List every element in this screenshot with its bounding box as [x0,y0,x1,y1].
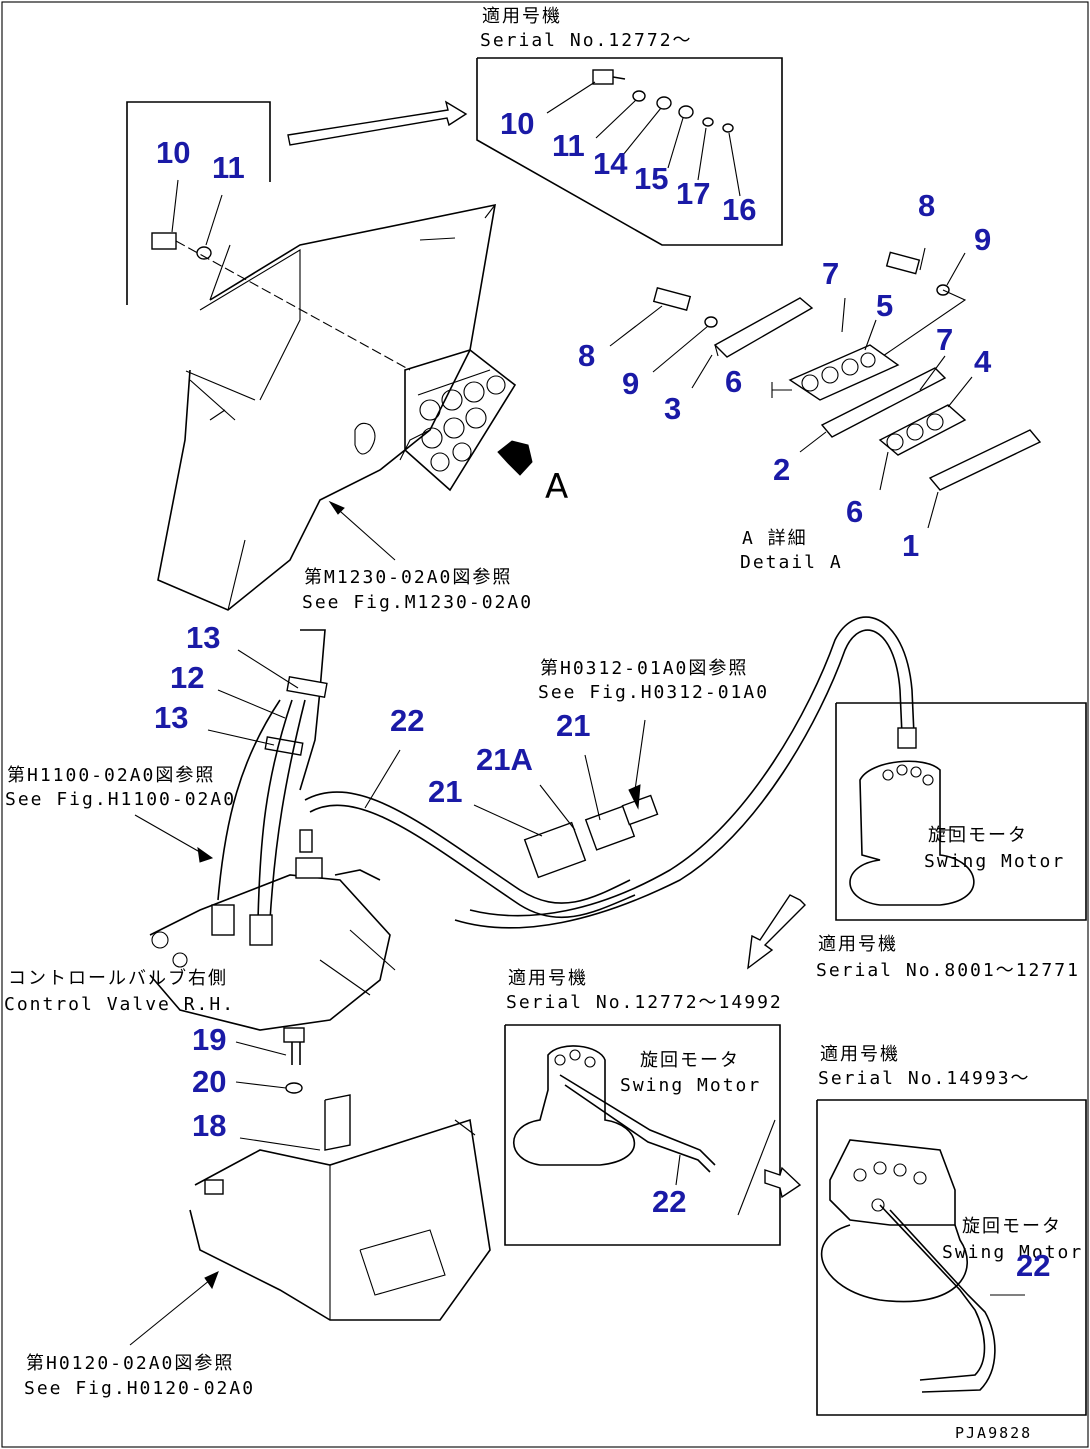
arrow-to-inset [287,100,468,146]
callout-part-number: 10 [156,135,191,170]
callout-part-number: 8 [578,338,596,373]
callout-part-number: 22 [390,703,425,738]
callout-part-number: 4 [974,344,992,379]
view-arrow-a [497,440,533,476]
callout-part-number: 3 [664,391,682,426]
note-serial-8001-jp: 適用号機 [818,934,898,955]
callout-part-number: 16 [722,192,757,227]
inset-box-swing-motor-lower [816,1099,1087,1416]
left-bolt-parts [151,179,411,371]
note-see-h0120-jp: 第H0120-02A0図参照 [26,1353,235,1374]
callout-part-number: 14 [593,146,628,181]
note-serial-mid-en: Serial No.12772～14992 [506,992,783,1013]
note-see-m1230-jp: 第M1230-02A0図参照 [304,567,513,588]
note-see-h0312-jp: 第H0312-01A0図参照 [540,658,749,679]
callout-part-number: 2 [773,452,791,487]
callout-part-number: 17 [676,176,711,211]
inset-bolt-parts [546,69,741,197]
left-bracket [126,101,271,305]
inset-box-serial-12772 [476,57,783,246]
drawing-code: PJA9828 [955,1424,1033,1442]
note-swing-motor3-en: Swing Motor [942,1242,1084,1263]
note-swing-motor-en: Swing Motor [924,851,1066,872]
callout-part-number: 15 [634,161,669,196]
callout-part-number: 7 [822,256,840,291]
callout-part-number: 11 [212,150,245,185]
callout-part-number: 21A [476,742,533,777]
note-swing-motor2-en: Swing Motor [620,1075,762,1096]
callout-part-number: 10 [500,106,535,141]
swing-motor-mid [513,1045,716,1186]
note-swing-motor-jp: 旋回モータ [928,825,1028,846]
note-see-h1100-en: See Fig.H1100-02A0 [5,789,237,810]
callout-part-number: 6 [725,364,743,399]
callout-part-number: 21 [556,708,591,743]
callout-part-number: 22 [652,1184,687,1219]
note-serial-14993-en: Serial No.14993～ [818,1068,1031,1089]
swing-motor-upper [849,727,975,906]
callout-part-number: 5 [876,288,894,323]
callout-part-number: 19 [192,1022,227,1057]
note-swing-motor2-jp: 旋回モータ [640,1050,740,1071]
valve-block [404,349,517,492]
pipe-assembly [134,616,915,1031]
note-serial-14993-jp: 適用号機 [820,1044,900,1065]
callout-part-number: 13 [186,620,221,655]
note-top-serial-jp: 適用号機 [482,6,562,27]
callout-part-number: 1 [902,528,920,563]
note-detail-a-jp: A 詳細 [742,528,808,549]
detail-a-parts [609,247,1042,529]
arrow-serial-8001 [747,894,806,970]
callout-part-number: 6 [846,494,864,529]
callout-part-number: 7 [936,322,954,357]
callout-part-number: 21 [428,774,463,809]
callout-part-number: 9 [622,366,640,401]
note-control-valve-jp: コントロールバルブ右側 [8,968,228,989]
lower-base-parts [129,1027,491,1346]
callout-part-number: 18 [192,1108,227,1143]
callout-part-number: 13 [154,700,189,735]
view-letter-a: A [545,467,569,507]
note-detail-a-en: Detail A [740,552,843,573]
callout-part-number: 11 [552,128,585,163]
callout-part-number: 9 [974,222,992,257]
note-see-h1100-jp: 第H1100-02A0図参照 [7,765,216,786]
callout-part-number: 22 [1016,1248,1051,1283]
swing-motor-lower [820,1139,1025,1393]
note-swing-motor3-jp: 旋回モータ [962,1216,1062,1237]
arrow-serial-14993 [764,1166,802,1199]
note-serial-mid-jp: 適用号機 [508,968,588,989]
note-see-h0120-en: See Fig.H0120-02A0 [24,1378,256,1399]
cab-panel [157,203,496,611]
inset-box-swing-motor-mid [504,1024,781,1246]
note-control-valve-en: Control Valve R.H. [4,994,236,1015]
note-serial-8001-en: Serial No.8001～12771 [816,960,1080,981]
callout-part-number: 8 [918,188,936,223]
inset-box-swing-motor-upper [835,702,1087,921]
leader-m1230 [331,503,396,561]
note-see-m1230-en: See Fig.M1230-02A0 [302,592,534,613]
note-see-h0312-en: See Fig.H0312-01A0 [538,682,770,703]
callout-part-number: 20 [192,1064,227,1099]
note-top-serial-en: Serial No.12772～ [480,30,693,51]
callout-part-number: 12 [170,660,205,695]
